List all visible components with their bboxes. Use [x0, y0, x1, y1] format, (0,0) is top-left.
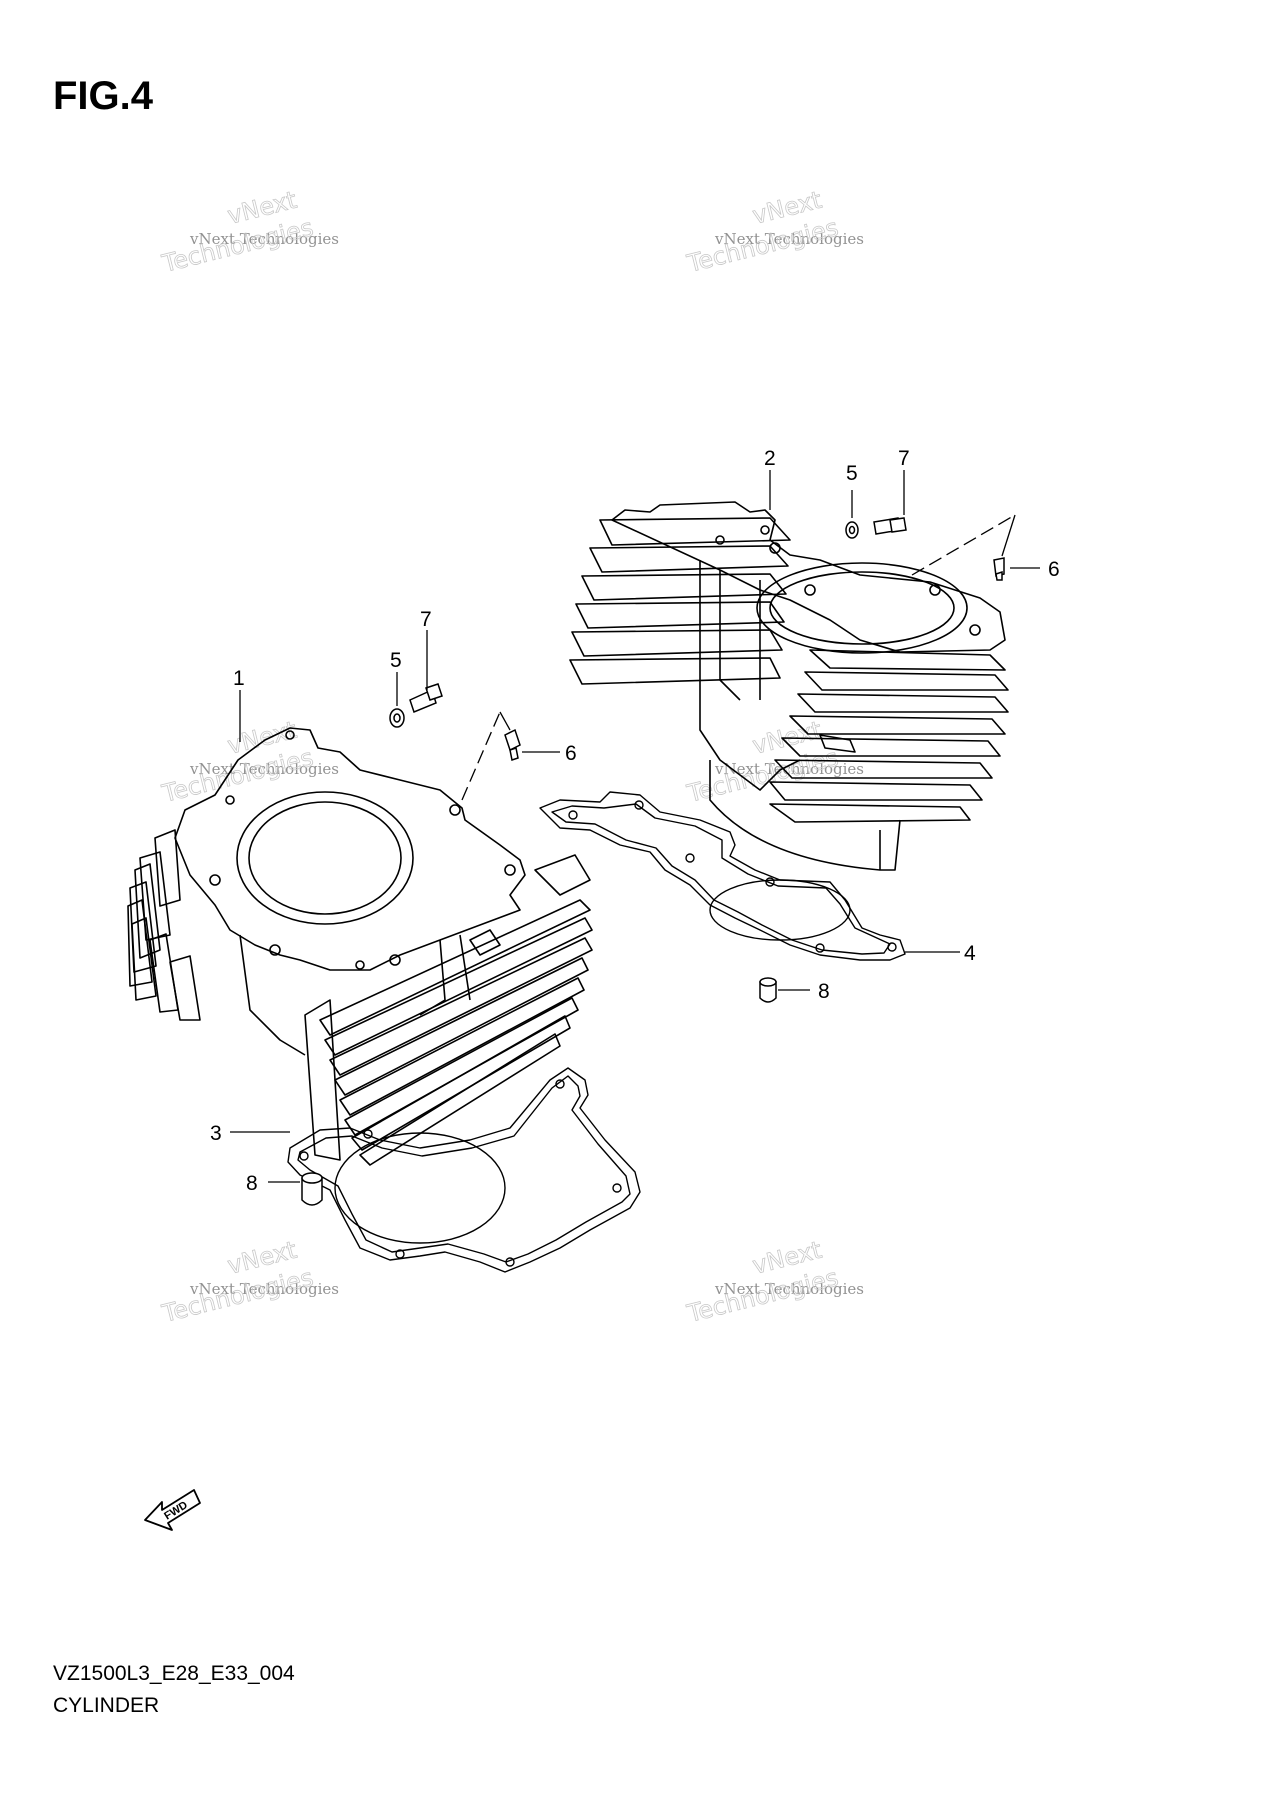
rear-cylinder: [569, 501, 1009, 871]
callout-4: 4: [964, 942, 976, 965]
callout-2: 2: [764, 447, 776, 470]
callout-5-front: 5: [390, 649, 402, 672]
callout-8-rear: 8: [818, 980, 830, 1003]
callout-8-front: 8: [246, 1172, 258, 1195]
rear-dowel-pin: [759, 977, 777, 1003]
callout-5-rear: 5: [846, 462, 858, 485]
callout-3: 3: [210, 1122, 222, 1145]
rear-cylinder-gasket: [539, 791, 906, 961]
watermark-text: vNext Technologies: [189, 230, 339, 248]
front-cylinder: [127, 727, 593, 1166]
front-fittings: [389, 683, 521, 761]
callout-7-front: 7: [420, 608, 432, 631]
callout-6-front: 6: [565, 742, 577, 765]
callout-7-rear: 7: [898, 447, 910, 470]
rear-leader-lines: [769, 470, 1040, 991]
callout-1: 1: [233, 667, 245, 690]
watermark-text: vNext Technologies: [189, 760, 339, 778]
callout-6-rear: 6: [1048, 558, 1060, 581]
watermark-text: vNext Technologies: [189, 1280, 339, 1298]
diagram-code: VZ1500L3_E28_E33_004: [53, 1662, 295, 1685]
rear-fittings: [845, 517, 1005, 581]
figure-title: FIG.4: [53, 74, 154, 118]
front-leader-lines: [230, 630, 560, 1183]
watermark-text: vNext Technologies: [714, 760, 864, 778]
front-dowel-pin: [301, 1172, 323, 1206]
diagram-name: CYLINDER: [53, 1694, 160, 1717]
front-cylinder-gasket: [287, 1067, 641, 1273]
watermark-text: vNext Technologies: [714, 230, 864, 248]
fwd-arrow-icon: FWD: [144, 1489, 201, 1531]
watermark-text: vNext Technologies: [714, 1280, 864, 1298]
